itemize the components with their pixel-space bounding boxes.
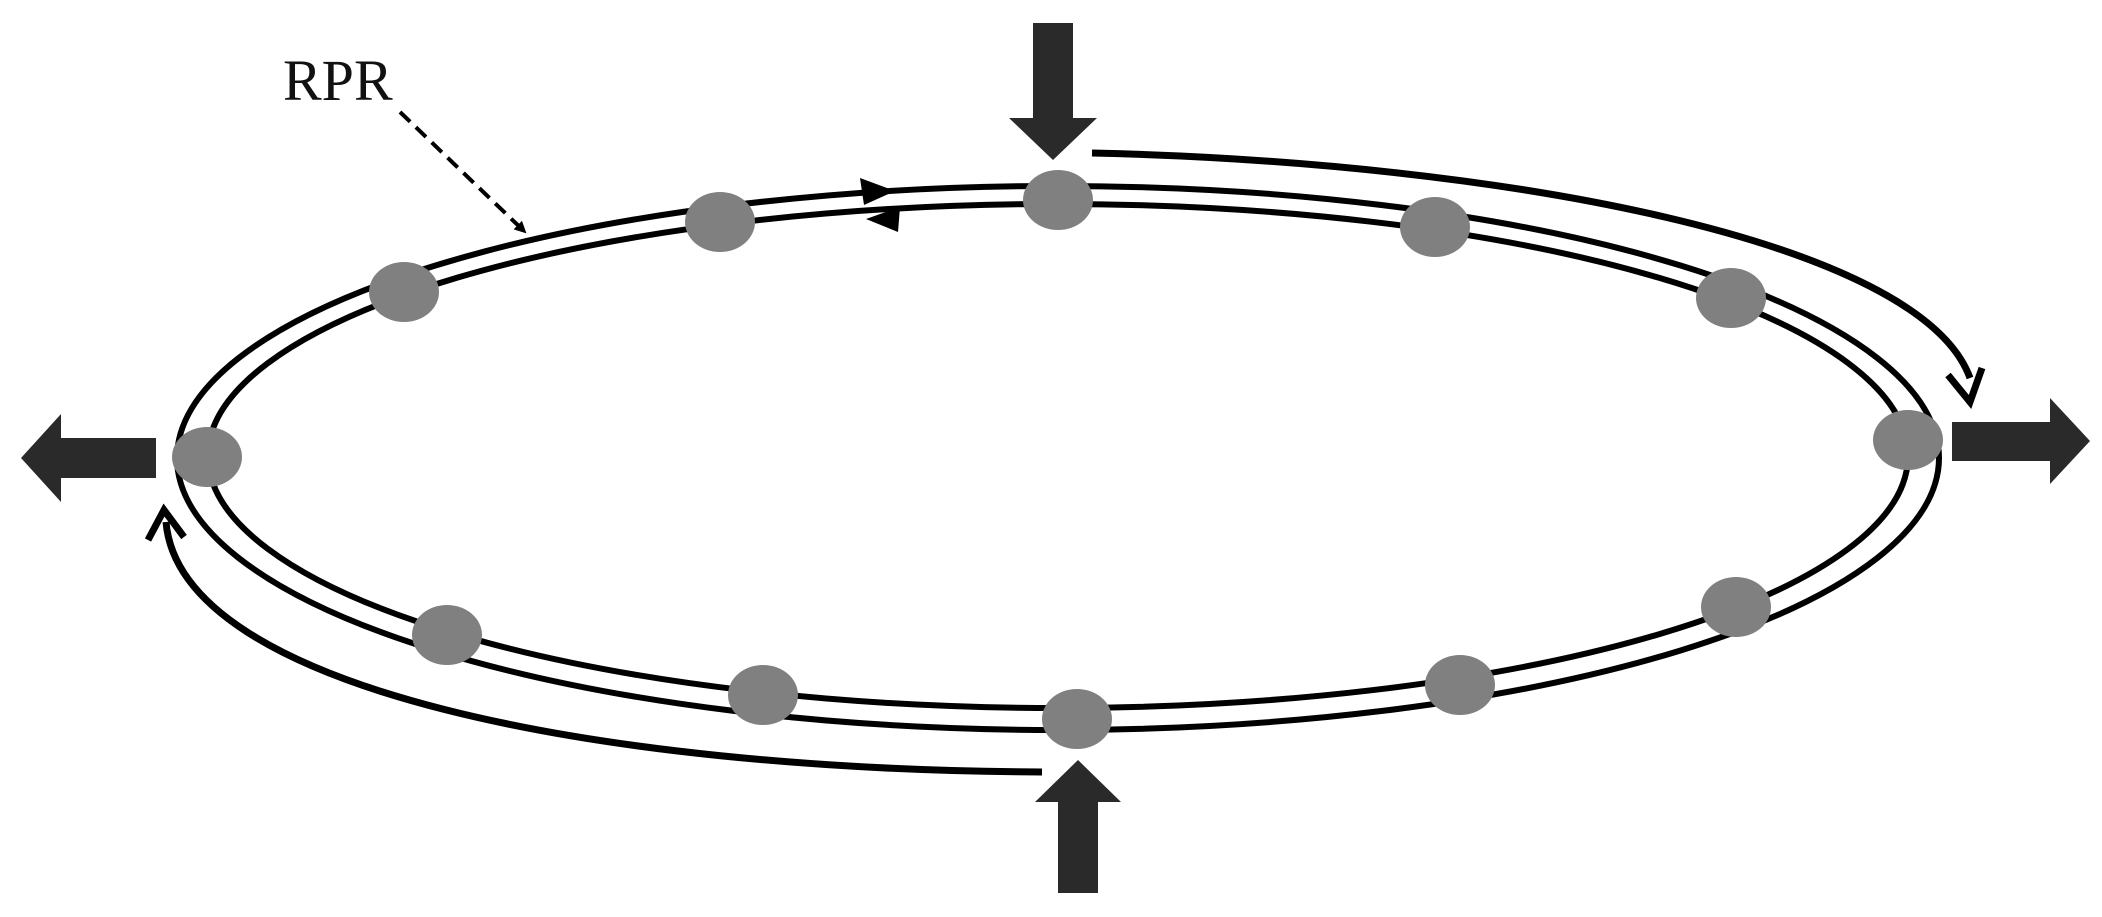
arrow-up-icon bbox=[1035, 760, 1121, 893]
ring-node bbox=[1873, 410, 1943, 470]
ring-node bbox=[685, 192, 755, 252]
traffic-path-clockwise-head-icon bbox=[1945, 366, 1986, 410]
ring-node bbox=[728, 665, 798, 725]
ring-node bbox=[1023, 170, 1093, 230]
traffic-path-counterclockwise-head-icon bbox=[144, 503, 187, 542]
ring-nodes bbox=[172, 170, 1943, 749]
ring-node bbox=[369, 262, 439, 322]
arrow-right-icon bbox=[1952, 398, 2090, 484]
inner-ring-direction-icon bbox=[866, 207, 900, 232]
ring-node bbox=[172, 427, 242, 487]
ring-node bbox=[1042, 689, 1112, 749]
ring-node bbox=[1701, 577, 1771, 637]
ring-node bbox=[1400, 197, 1470, 257]
ring-label: RPR bbox=[283, 48, 393, 113]
arrow-down-icon bbox=[1009, 23, 1097, 160]
traffic-path-clockwise bbox=[1091, 149, 1974, 380]
ring-node bbox=[1425, 655, 1495, 715]
ring-node bbox=[1696, 268, 1766, 328]
label-pointer-arrow bbox=[398, 110, 527, 234]
arrow-left-icon bbox=[21, 414, 156, 502]
traffic-path-counterclockwise bbox=[162, 521, 1043, 776]
outer-ring-direction-icon bbox=[860, 178, 895, 205]
ring-node bbox=[412, 605, 482, 665]
